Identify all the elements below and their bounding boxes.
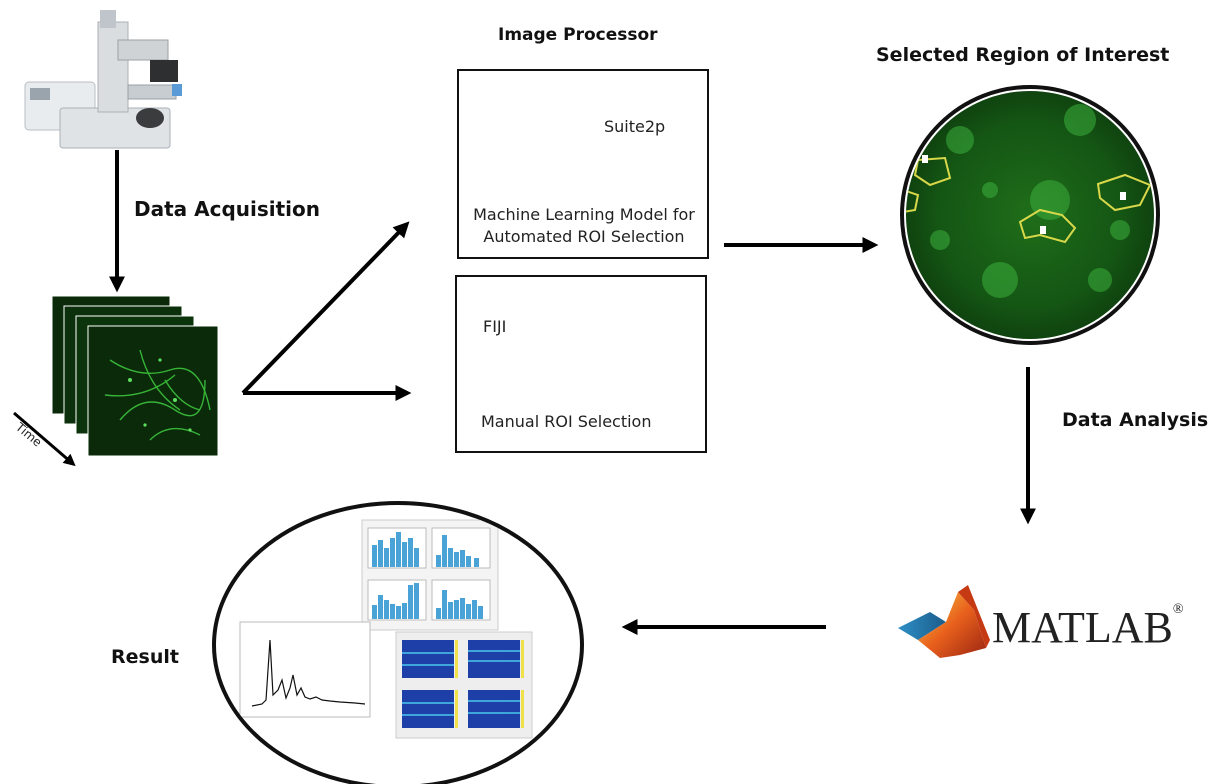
data-acquisition-label: Data Acquisition bbox=[134, 197, 321, 221]
microscope-image bbox=[24, 10, 182, 149]
ml-caption-line2: Automated ROI Selection bbox=[483, 227, 685, 246]
roi-title: Selected Region of Interest bbox=[876, 44, 1170, 66]
result-image bbox=[212, 501, 584, 784]
image-stack bbox=[51, 295, 219, 457]
matlab-wordmark: MATLAB® bbox=[992, 602, 1184, 653]
arrow-to-suite2p bbox=[241, 221, 410, 395]
matlab-text: MATLAB bbox=[992, 603, 1173, 652]
arrows bbox=[13, 150, 1036, 635]
roi-image bbox=[900, 85, 1160, 345]
data-analysis-label: Data Analysis bbox=[1062, 409, 1209, 431]
fiji-box bbox=[455, 275, 707, 453]
image-processor-title: Image Processor bbox=[498, 25, 658, 45]
manual-roi-caption: Manual ROI Selection bbox=[481, 412, 652, 431]
matlab-logo bbox=[898, 585, 990, 658]
fiji-label: FIJI bbox=[483, 317, 507, 336]
ml-caption-line1: Machine Learning Model for bbox=[473, 205, 695, 224]
time-arrow bbox=[13, 411, 76, 467]
suite2p-box bbox=[457, 69, 709, 259]
result-label: Result bbox=[111, 646, 179, 668]
suite2p-label: Suite2p bbox=[604, 117, 666, 136]
matlab-registered-mark: ® bbox=[1172, 602, 1184, 617]
